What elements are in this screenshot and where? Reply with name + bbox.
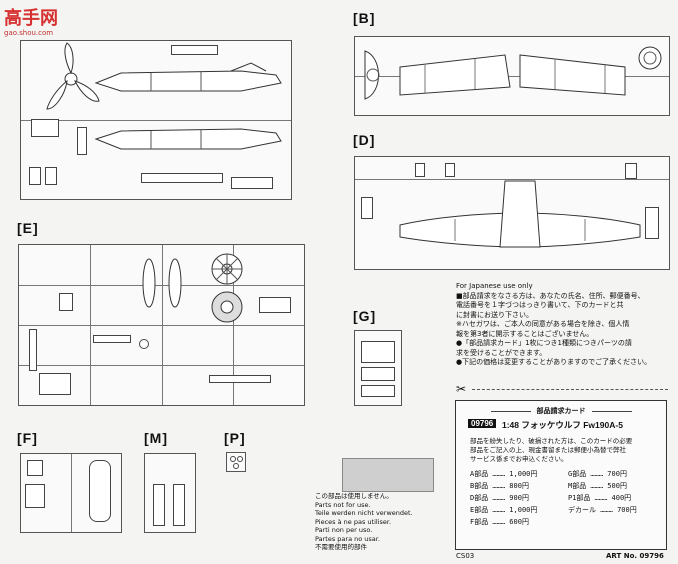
- price-row: デカール ……… 700円: [568, 506, 637, 514]
- sprue-e-frame: [18, 244, 305, 406]
- sprue-m-frame: [144, 453, 196, 533]
- propeller-part: [46, 42, 100, 110]
- cowling-part: [364, 50, 380, 100]
- fuselage-upper-part: [94, 62, 282, 92]
- notice-line: に封書にお送り下さい。: [456, 310, 533, 319]
- section-label-p: [P]: [224, 430, 246, 446]
- notice-line: 求を受けることができます。: [456, 348, 547, 357]
- sprue-a-frame: [20, 40, 292, 200]
- section-label-e: [E]: [17, 220, 39, 236]
- parts-request-card: 部品請求カード 09796 1:48 フォッケウルフ Fw190A-5 部品を紛…: [455, 400, 667, 550]
- notice-line: ●「部品請求カード」1枚につき1種類につきパーツの請: [456, 339, 632, 347]
- section-label-d: [D]: [353, 132, 376, 148]
- section-label-m: [M]: [144, 430, 168, 446]
- engine-fan-part: [211, 291, 243, 323]
- card-description: 部品を紛失したり、破損された方は、このカードの必要 部品をご記入の上、現金書留ま…: [470, 437, 633, 463]
- engine-radial-part: [211, 253, 243, 285]
- sprue-b-frame: [354, 36, 670, 116]
- card-title: 部品請求カード: [456, 406, 666, 416]
- notice-line: ※ハセガワは、ご本人の同意がある場合を除き、個人情: [456, 320, 630, 328]
- price-row: A部品 ……… 1,000円: [470, 470, 538, 478]
- logo-url: gao.shou.com: [4, 29, 53, 37]
- section-label-b: [B]: [353, 10, 376, 26]
- multilang-note: この部品は使用しません。 Parts not for use. Teile we…: [315, 492, 413, 551]
- price-row: P1部品 ……… 400円: [568, 494, 632, 502]
- japanese-notice: For Japanese use only ■部品請求をなさる方は、あなたの氏名…: [456, 282, 651, 368]
- scissors-icon: ✂: [456, 382, 467, 396]
- card-footer-code: CS03: [456, 552, 475, 560]
- price-row: F部品 ……… 600円: [470, 518, 529, 526]
- art-number: ART No. 09796: [606, 552, 664, 560]
- wing-upper-left-part: [399, 54, 511, 96]
- lower-wing-part: [399, 180, 641, 248]
- drop-tank-part: [142, 258, 182, 308]
- product-code-badge: 09796: [468, 419, 497, 428]
- wing-upper-right-part: [519, 54, 626, 96]
- notice-line: ●下記の価格は変更することがありますのでご了承ください。: [456, 358, 652, 366]
- sprue-f-frame: [20, 453, 122, 533]
- unused-parts-swatch: [342, 458, 434, 492]
- cut-line: [472, 389, 668, 390]
- price-row: D部品 ……… 900円: [470, 494, 529, 502]
- price-row: E部品 ……… 1,000円: [470, 506, 538, 514]
- notice-line: ■部品請求をなさる方は、あなたの氏名、住所、郵便番号、: [456, 291, 645, 300]
- price-row: G部品 ……… 700円: [568, 470, 627, 478]
- price-row: B部品 ……… 800円: [470, 482, 529, 490]
- cowl-ring-part: [638, 46, 662, 70]
- sprue-p-frame: [226, 452, 246, 472]
- notice-line: 報を第3者に開示することはございません。: [456, 329, 594, 338]
- product-name: 1:48 フォッケウルフ Fw190A-5: [502, 420, 623, 430]
- sprue-g-frame: [354, 330, 402, 406]
- section-label-f: [F]: [17, 430, 38, 446]
- sprue-d-frame: [354, 156, 670, 270]
- notice-line: 電話番号を１字づつはっきり書いて、下のカードと共: [456, 301, 624, 309]
- price-row: M部品 ……… 500円: [568, 482, 627, 490]
- fuselage-lower-part: [94, 128, 282, 150]
- notice-header: For Japanese use only: [456, 282, 533, 290]
- logo-glyphs: 高手网: [4, 7, 58, 29]
- section-label-g: [G]: [353, 308, 377, 324]
- watermark-logo: 高手网 gao.shou.com: [4, 4, 70, 38]
